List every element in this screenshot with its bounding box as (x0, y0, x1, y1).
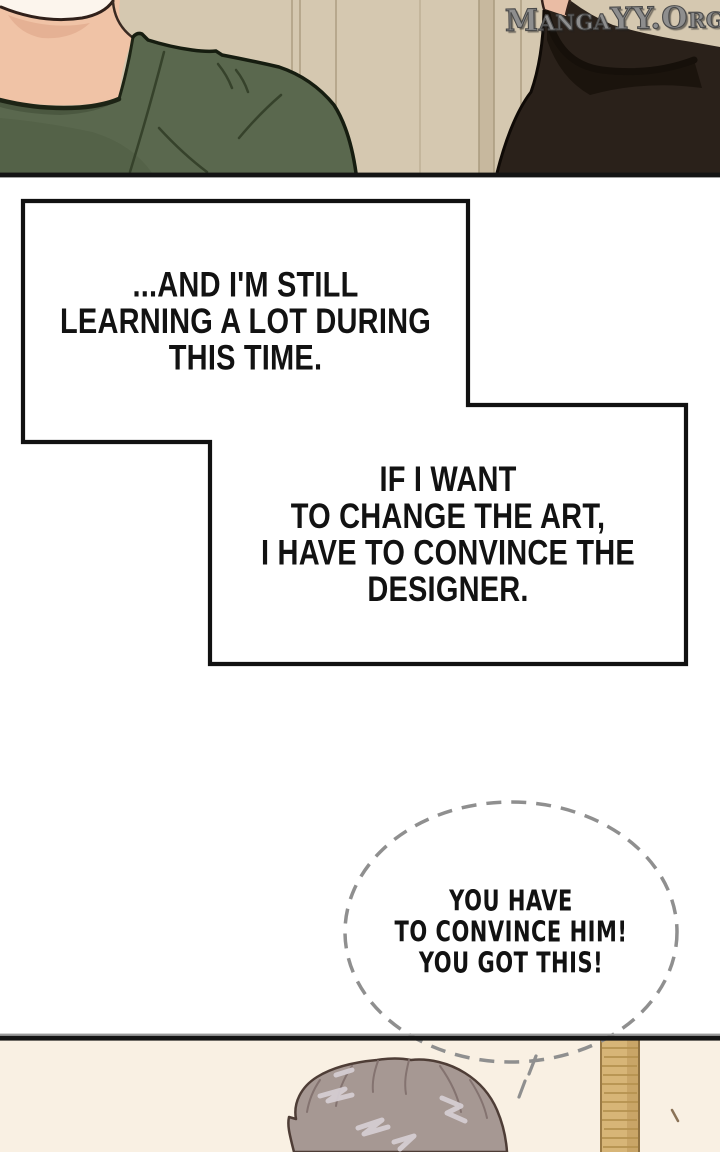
top-panel-art (0, 0, 720, 173)
watermark: MangaYY.Org (504, 0, 720, 39)
wall-mark (670, 1108, 680, 1123)
chin-outline (0, 0, 115, 22)
speech-box-2-text: IF I WANT TO CHANGE THE ART, I HAVE TO C… (212, 379, 684, 690)
shirt-top-outline (131, 31, 358, 173)
bottom-panel-art (0, 1040, 720, 1152)
shirt-bottom-shadow (0, 118, 152, 173)
wood-plank (600, 1040, 640, 1152)
speech-box-1-text: ...AND I'M STILL LEARNING A LOT DURING T… (25, 177, 466, 466)
speech-box-union (20, 198, 689, 667)
gray-hair-head (287, 1057, 509, 1152)
collar-fill (547, 14, 702, 95)
bubble-dashed-outline (343, 800, 679, 1064)
text-line: YOU GOT THIS! (418, 946, 604, 979)
hair-highlights (317, 1067, 468, 1152)
plank-ridges (602, 1047, 638, 1148)
text-line: YOU HAVE (449, 884, 573, 917)
bottom-panel-border (0, 1033, 720, 1041)
bubble-fill (345, 802, 677, 1035)
collar-shadow (0, 100, 118, 115)
text-line: THIS TIME. (168, 338, 323, 378)
under-chin-shadow (8, 15, 90, 39)
text-line: LEARNING A LOT DURING (60, 301, 431, 342)
speech-bubble (343, 800, 679, 1099)
character-right (495, 0, 720, 173)
text-line: ...AND I'M STILL (132, 265, 359, 305)
speech-bubble-text: YOU HAVE TO CONVINCE HIM! YOU GOT THIS! (361, 856, 661, 1007)
text-line: IF I WANT (379, 460, 517, 500)
neckline-stroke (0, 96, 122, 111)
jaw-neck-line (111, 0, 134, 39)
wall-stripe (479, 0, 494, 173)
text-line: I HAVE TO CONVINCE THE (261, 533, 635, 573)
collar-arc (543, 10, 698, 76)
text-line: TO CONVINCE HIM! (394, 915, 628, 948)
wall-stripe-edges (478, 0, 495, 173)
shirt-folds (128, 50, 283, 173)
character-left (0, 0, 358, 173)
text-line: TO CHANGE THE ART, (290, 496, 606, 536)
text-line: DESIGNER. (367, 569, 529, 609)
shoulder-seam-stroke (117, 35, 135, 101)
jacket-left-outline (495, 9, 546, 173)
top-panel-border (0, 172, 720, 178)
bubble-tail (517, 1054, 538, 1099)
